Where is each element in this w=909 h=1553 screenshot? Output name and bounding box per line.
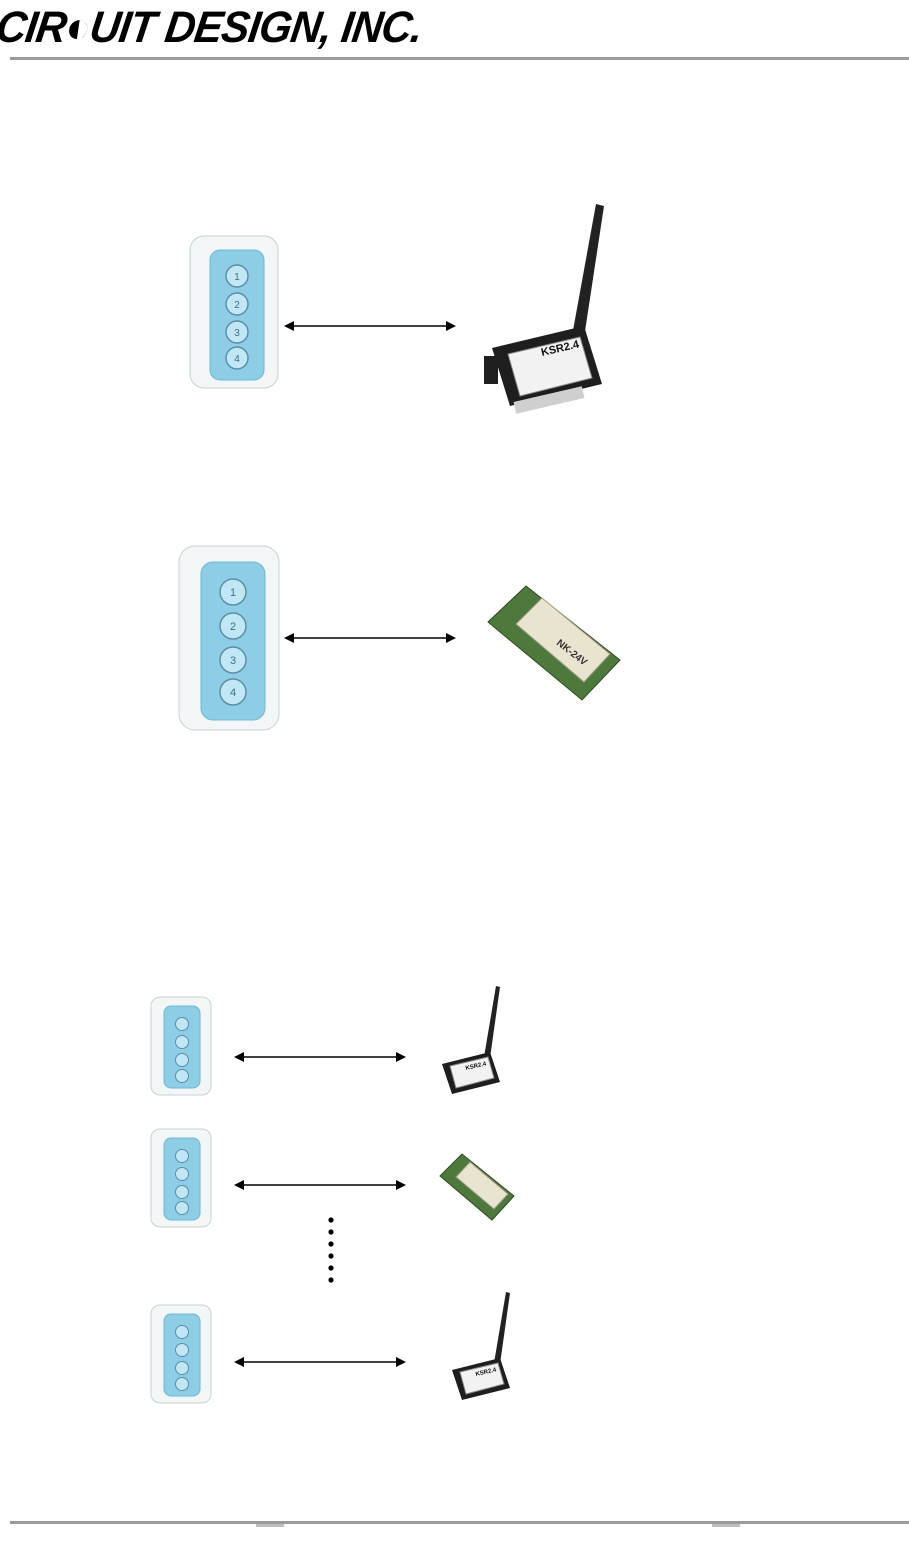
button-label: 4 [230, 687, 236, 699]
rf-module-icon: NK-24V [486, 578, 622, 706]
receiver-with-antenna-icon: KSR2.4 [484, 198, 614, 422]
footer-rule [10, 1521, 909, 1524]
button-label: 3 [234, 328, 240, 339]
button-label: 1 [234, 272, 240, 283]
button-label: 4 [234, 354, 240, 365]
receiver-with-antenna-icon: KSR2.4 [436, 984, 512, 1100]
button-label: 1 [230, 587, 236, 599]
bidirectional-arrow-icon [232, 1175, 408, 1195]
rf-module-icon [438, 1150, 516, 1224]
ellipsis-dots-icon [324, 1214, 338, 1286]
remote-control-icon [148, 994, 214, 1098]
remote-control-icon: 1 2 3 4 [175, 542, 283, 734]
bidirectional-arrow-icon [282, 628, 458, 648]
bidirectional-arrow-icon [232, 1352, 408, 1372]
footer-tab-mark [256, 1524, 284, 1527]
bidirectional-arrow-icon [282, 316, 458, 336]
remote-control-icon [148, 1302, 214, 1406]
bidirectional-arrow-icon [232, 1047, 408, 1067]
remote-control-icon: 1 2 3 4 [186, 232, 282, 392]
footer-tab-mark [712, 1524, 740, 1527]
button-label: 2 [234, 300, 240, 311]
button-label: 2 [230, 621, 236, 633]
company-logo: CIR◐UIT DESIGN, INC. [0, 2, 340, 52]
remote-control-icon [148, 1126, 214, 1230]
receiver-with-antenna-icon: KSR2.4 [446, 1290, 522, 1406]
header-rule [10, 57, 909, 60]
button-label: 3 [230, 655, 236, 667]
